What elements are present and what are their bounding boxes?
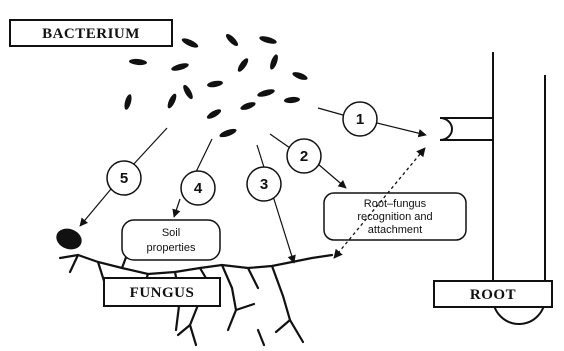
bacterium-cell [259, 35, 278, 45]
fungal-spore [53, 225, 84, 253]
bacterium-label-text: BACTERIUM [42, 26, 140, 42]
step-1-number: 1 [356, 111, 364, 128]
step-2-circle: 2 [287, 139, 321, 173]
bacterium-cell [224, 32, 240, 48]
step-5-circle: 5 [107, 161, 141, 195]
arrow-5-head [80, 189, 111, 226]
recognition-line1: Root–fungus [364, 198, 427, 210]
step-4-circle: 4 [181, 171, 215, 205]
bacteria-cells [123, 32, 309, 139]
arrow-2-head [318, 164, 346, 188]
step-3-number: 3 [260, 176, 268, 193]
bacterium-cell [129, 58, 147, 66]
bacterium-cell [123, 93, 133, 110]
bacterium-cell [219, 127, 238, 139]
arrow-1-tail [318, 108, 343, 115]
fungus-label-text: FUNGUS [130, 285, 195, 301]
arrow-5 [132, 128, 167, 166]
bacterium-cell [236, 57, 250, 74]
bacterium-cell [206, 107, 223, 120]
soil-properties-line2: properties [147, 242, 196, 254]
root-label-text: ROOT [470, 287, 516, 303]
arrow-4-head [174, 199, 180, 217]
bacterium-cell [284, 96, 300, 103]
bacterium-label: BACTERIUM [10, 20, 172, 46]
bacterium-cell [171, 62, 190, 72]
arrow-2-tail [270, 134, 290, 148]
bacterium-cell [166, 92, 178, 109]
bacterium-cell [239, 100, 256, 111]
soil-properties-box: Soil properties [122, 220, 220, 260]
step-1-circle: 1 [343, 102, 377, 136]
root-label: ROOT [434, 281, 552, 307]
bacterium-cell [268, 53, 279, 70]
bacterium-cell [291, 70, 308, 81]
step-5-number: 5 [120, 170, 128, 187]
recognition-box: Root–fungus recognition and attachment [324, 193, 466, 240]
bacterium-cell [181, 36, 200, 49]
fungus-label: FUNGUS [104, 278, 220, 306]
recognition-line2: recognition and [357, 211, 432, 223]
step-2-number: 2 [300, 148, 308, 165]
recognition-line3: attachment [368, 224, 422, 236]
arrow-1-head [377, 123, 426, 135]
bacterium-cell [181, 84, 194, 101]
soil-properties-line1: Soil [162, 227, 180, 239]
bacterium-cell [207, 80, 224, 89]
step-3-circle: 3 [247, 167, 281, 201]
bacterium-cell [257, 88, 276, 98]
step-4-number: 4 [194, 180, 203, 197]
